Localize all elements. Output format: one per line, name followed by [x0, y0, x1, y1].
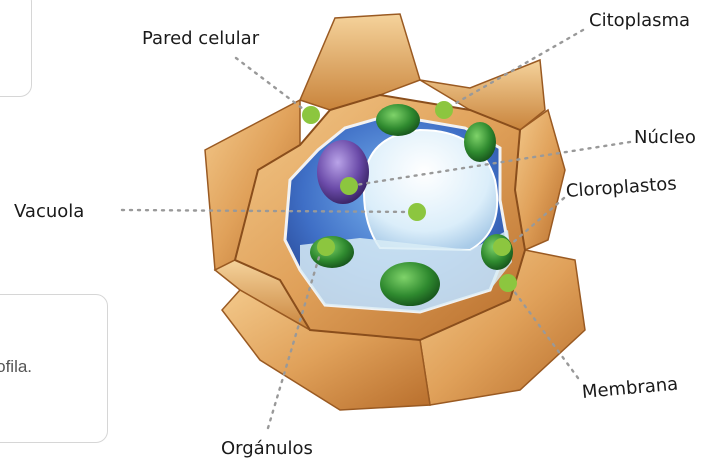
nucleus: [317, 140, 369, 204]
label-pared-celular: Pared celular: [142, 28, 259, 49]
marker-organulos: [317, 238, 335, 256]
marker-membrana: [499, 274, 517, 292]
marker-pared: [302, 106, 320, 124]
marker-vacuola: [408, 203, 426, 221]
marker-nucleo: [340, 177, 358, 195]
label-citoplasma: Citoplasma: [589, 10, 690, 31]
label-vacuola: Vacuola: [14, 201, 84, 222]
label-organulos: Orgánulos: [221, 438, 313, 459]
label-nucleo: Núcleo: [634, 127, 696, 148]
marker-citoplasma: [435, 101, 453, 119]
marker-cloroplastos: [493, 238, 511, 256]
